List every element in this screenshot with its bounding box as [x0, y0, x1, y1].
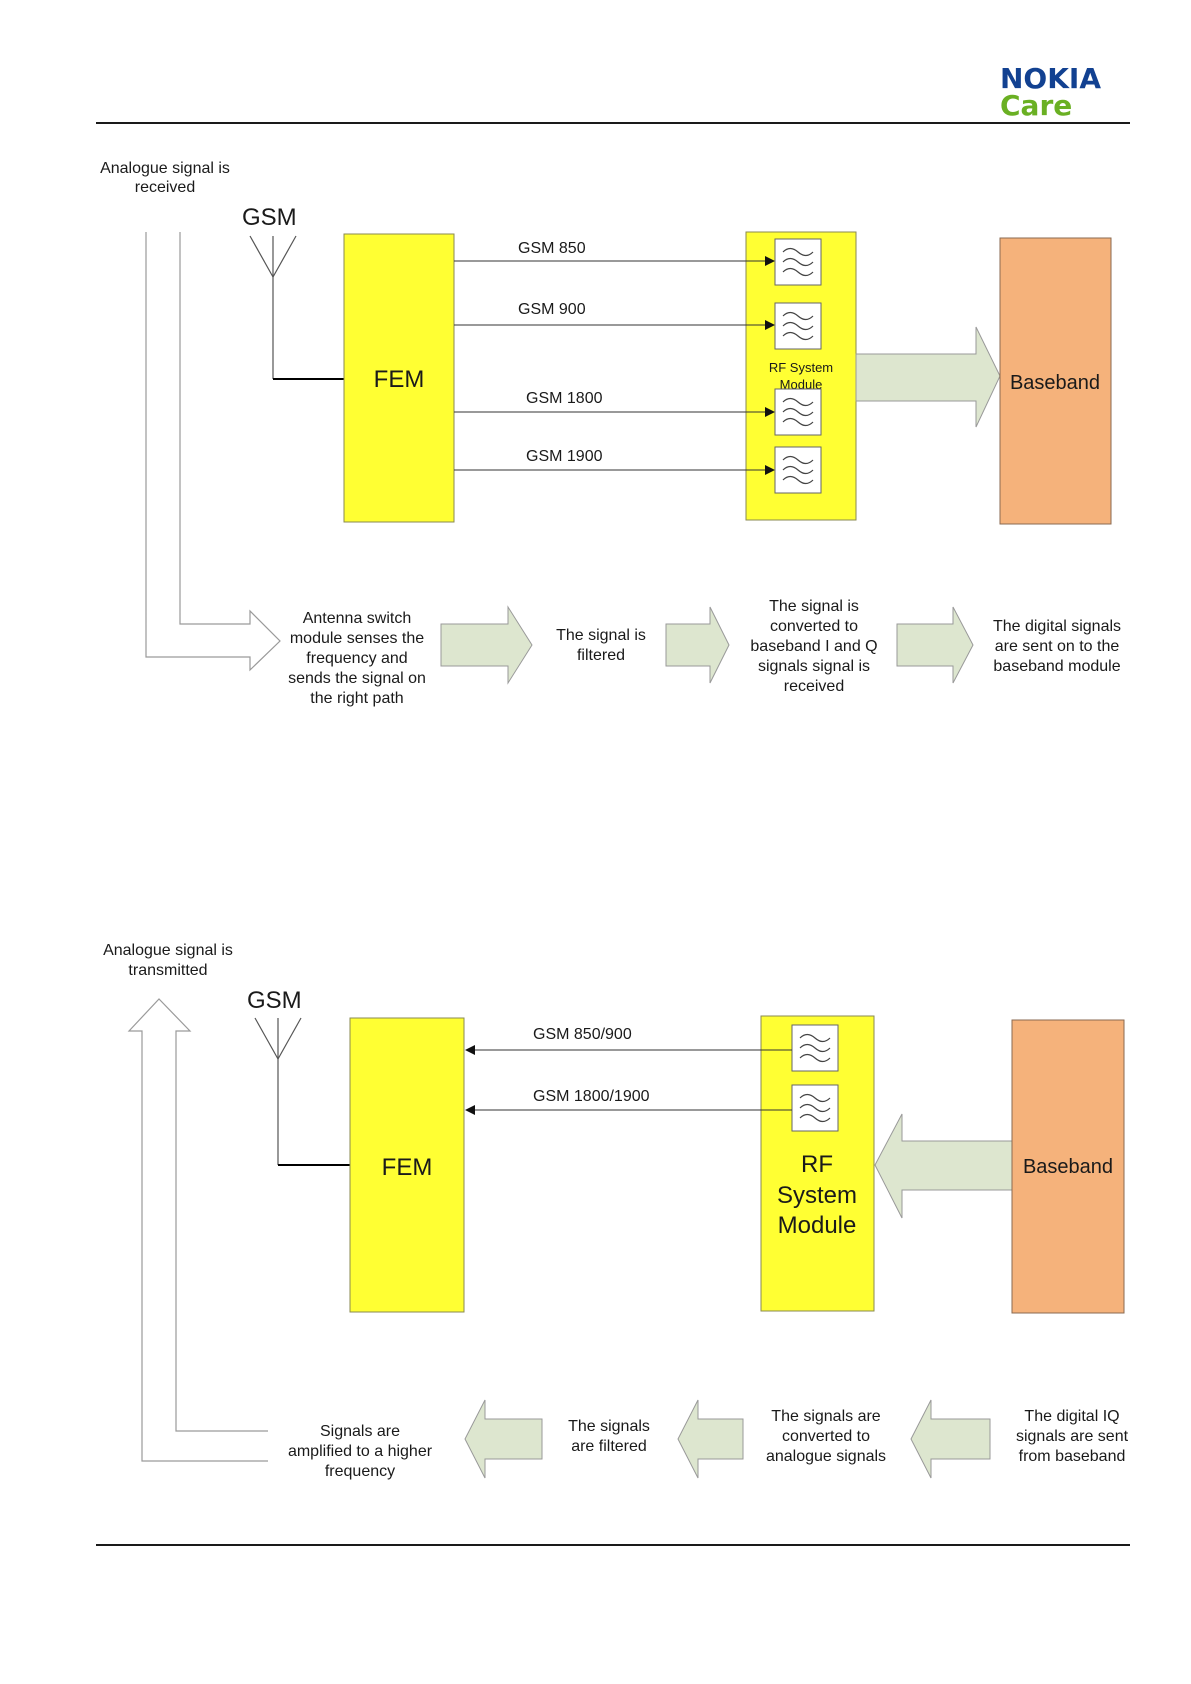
receive-step-arrow: [665, 606, 730, 684]
receive-rf-label-line1: RF System: [769, 360, 833, 375]
transmit-step-3: The signals are converted to analogue si…: [766, 1408, 886, 1465]
transmit-rf-label-line1: RF: [801, 1151, 833, 1178]
transmit-step-4: The digital IQ signals are sent from bas…: [1016, 1408, 1129, 1465]
step-text-line: converted to: [770, 618, 858, 635]
receive-title-line1: Analogue signal is: [100, 160, 230, 177]
step-text-line: module senses the: [290, 630, 424, 647]
receive-filter-icon: [774, 238, 822, 286]
transmit-step-arrow: [677, 1399, 744, 1479]
transmit-baseband-block: [1011, 1019, 1125, 1314]
step-text-line: signals signal is: [758, 658, 870, 675]
transmit-fem-label: FEM: [382, 1154, 433, 1181]
step-text-line: The signals: [568, 1418, 650, 1435]
step-text-line: The signal is: [556, 627, 646, 644]
receive-band-label: GSM 1800: [526, 390, 603, 407]
transmit-step-2: The signals are filtered: [568, 1418, 650, 1455]
receive-step-2: The signal is filtered: [556, 627, 646, 664]
nokia-care-logo: NOKIA Care: [1000, 64, 1130, 120]
step-text-line: frequency: [325, 1463, 395, 1480]
receive-signal-arrow: [145, 232, 281, 672]
step-text-line: frequency and: [306, 650, 407, 667]
receive-step-1: Antenna switch module senses the frequen…: [288, 610, 426, 707]
step-text-line: converted to: [782, 1428, 870, 1445]
step-text-line: are filtered: [571, 1438, 647, 1455]
receive-band-label: GSM 1900: [526, 448, 603, 465]
step-text-line: The signal is: [769, 598, 859, 615]
step-text-line: sends the signal on: [288, 670, 426, 687]
step-text-line: The signals are: [771, 1408, 880, 1425]
step-text-line: amplified to a higher: [288, 1443, 433, 1460]
receive-baseband-label: Baseband: [1010, 372, 1100, 394]
transmit-rf-label-line2: System: [777, 1182, 857, 1209]
receive-title-line2: received: [135, 179, 195, 196]
receive-baseband-block: [999, 237, 1112, 525]
header-rule: [96, 122, 1130, 124]
transmit-baseband-label: Baseband: [1023, 1156, 1113, 1178]
receive-filter-icon: [774, 446, 822, 494]
receive-antenna-label: GSM: [242, 204, 297, 231]
receive-band-label: GSM 900: [518, 301, 586, 318]
receive-step-3: The signal is converted to baseband I an…: [750, 598, 877, 695]
footer-rule: [96, 1544, 1130, 1546]
step-text-line: are sent on to the: [995, 638, 1120, 655]
receive-diagram: Analogue signal is received GSM FEM RF S…: [100, 160, 1121, 707]
receive-step-arrow: [896, 606, 974, 684]
receive-rf-to-baseband-arrow: [855, 326, 1001, 428]
step-text-line: Signals are: [320, 1423, 400, 1440]
step-text-line: from baseband: [1019, 1448, 1126, 1465]
receive-rf-label-line2: Module: [780, 377, 823, 392]
receive-step-arrow: [440, 605, 533, 685]
step-text-line: The digital IQ: [1024, 1408, 1119, 1425]
transmit-filter-icon: [791, 1024, 839, 1072]
transmit-signal-arrow: [127, 998, 268, 1462]
transmit-band-label: GSM 850/900: [533, 1026, 632, 1043]
step-text-line: analogue signals: [766, 1448, 886, 1465]
logo-sub-brand: Care: [1000, 89, 1073, 122]
receive-step-4: The digital signals are sent on to the b…: [993, 618, 1121, 675]
transmit-step-1: Signals are amplified to a higher freque…: [288, 1423, 433, 1480]
step-text-line: signals are sent: [1016, 1428, 1129, 1445]
step-text-line: Antenna switch: [303, 610, 412, 627]
transmit-title-line2: transmitted: [128, 962, 207, 979]
transmit-band-label: GSM 1800/1900: [533, 1088, 650, 1105]
step-text-line: received: [784, 678, 844, 695]
receive-band-label: GSM 850: [518, 240, 586, 257]
transmit-step-arrow: [464, 1399, 543, 1479]
step-text-line: the right path: [310, 690, 403, 707]
receive-fem-label: FEM: [374, 366, 425, 393]
receive-antenna-icon: [249, 235, 297, 379]
transmit-step-arrow: [910, 1399, 991, 1479]
transmit-filter-icon: [791, 1084, 839, 1132]
transmit-title-line1: Analogue signal is: [103, 942, 233, 959]
step-text-line: The digital signals: [993, 618, 1121, 635]
receive-filter-icon: [774, 388, 822, 436]
receive-fem-block: [343, 233, 455, 523]
logo-brand: NOKIA: [1000, 62, 1102, 95]
transmit-antenna-label: GSM: [247, 987, 302, 1014]
step-text-line: baseband I and Q: [750, 638, 877, 655]
step-text-line: baseband module: [993, 658, 1120, 675]
transmit-baseband-to-rf-arrow: [874, 1113, 1013, 1219]
step-text-line: filtered: [577, 647, 625, 664]
receive-filter-icon: [774, 302, 822, 350]
transmit-fem-block: [349, 1017, 465, 1313]
transmit-diagram: Analogue signal is transmitted GSM FEM R…: [103, 942, 1129, 1480]
transmit-antenna-icon: [254, 1017, 302, 1165]
transmit-rf-label-line3: Module: [778, 1212, 857, 1239]
